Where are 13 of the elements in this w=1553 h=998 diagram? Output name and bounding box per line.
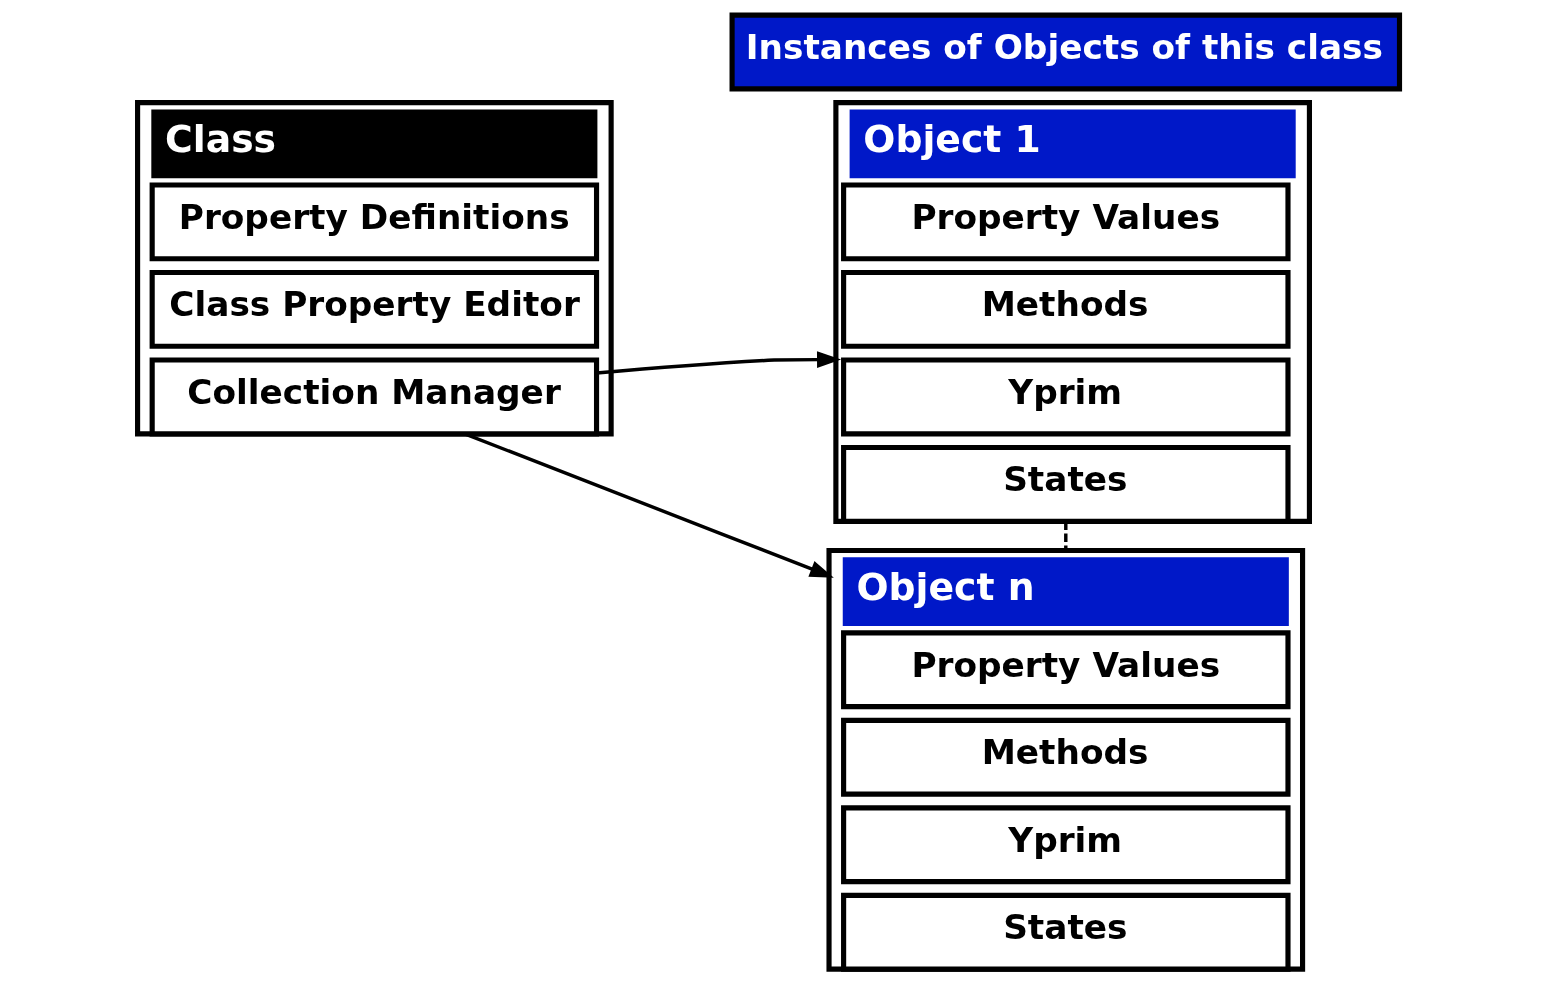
node-box: Collection Manager <box>149 357 600 437</box>
node-box: States <box>841 892 1291 972</box>
connector <box>1064 521 1068 551</box>
node-box: Property Definitions <box>149 182 600 262</box>
node-box: Yprim <box>841 805 1291 885</box>
node-box: Class Property Editor <box>149 269 600 349</box>
node-box: Instances of Objects of this class <box>729 12 1403 92</box>
arrow <box>596 351 842 375</box>
node-box: Property Values <box>841 182 1291 262</box>
node-box: Yprim <box>841 357 1291 437</box>
node-box: Methods <box>841 717 1291 797</box>
node-box: Property Values <box>841 630 1291 710</box>
node-box: Methods <box>841 269 1291 349</box>
